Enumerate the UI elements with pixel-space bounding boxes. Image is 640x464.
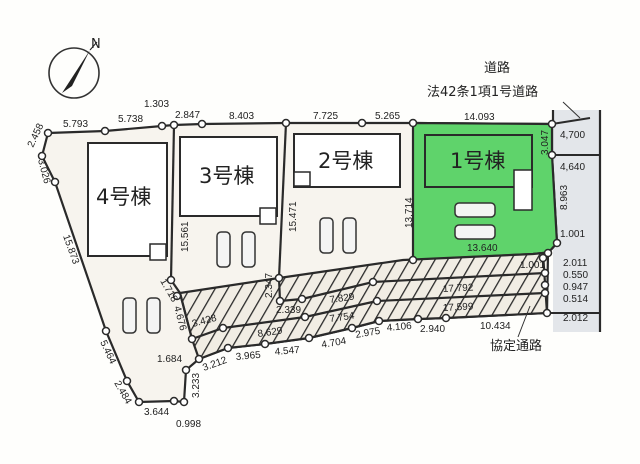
dimension-label: 2.347 — [264, 273, 275, 298]
dimension-label: 4,700 — [560, 130, 585, 141]
dimension-label: 3.047 — [540, 130, 551, 155]
dimension-label: 2.975 — [355, 326, 382, 341]
dimension-label: 2.458 — [26, 122, 47, 150]
dimension-label: 17.792 — [443, 282, 475, 295]
lot-3-label: 3号棟 — [199, 164, 254, 188]
dimension-label: 5.265 — [375, 111, 400, 122]
dimension-label: 15.471 — [288, 201, 299, 232]
dimension-label: 0.550 — [563, 270, 588, 281]
road-subtitle: 法42条1項1号道路 — [427, 84, 538, 100]
lot-2-label: 2号棟 — [318, 149, 373, 173]
road-title: 道路 — [484, 60, 510, 76]
building-4 — [87, 142, 168, 257]
lot-divider — [277, 122, 288, 279]
dimension-label: 1.001 — [560, 229, 585, 240]
dimension-label: 5.793 — [63, 119, 88, 130]
lot-1-label: 1号棟 — [450, 149, 505, 173]
boundary-markers — [37, 118, 562, 407]
dimension-label: 15.561 — [180, 221, 191, 252]
dimension-label: 8.403 — [229, 111, 254, 122]
dimension-label: 1.684 — [157, 354, 182, 365]
building-2 — [293, 133, 401, 188]
dimension-label: 4.704 — [321, 336, 348, 351]
dimension-label: 8.963 — [559, 185, 570, 210]
dimension-label: 3.233 — [191, 373, 202, 398]
agreement-passage — [178, 251, 549, 361]
dimension-label: 0.998 — [176, 419, 201, 430]
dimension-label: 3.965 — [235, 350, 261, 363]
dimension-label: 8.629 — [257, 326, 284, 340]
dimension-label: 0.947 — [563, 282, 588, 293]
dimension-label: 1.303 — [144, 99, 169, 110]
dimension-label: 0.514 — [563, 294, 588, 305]
dimension-label: 2.011 — [563, 258, 588, 269]
building-3 — [179, 136, 278, 217]
lot-divider — [169, 124, 176, 281]
north-compass-icon: N — [48, 37, 101, 99]
dimension-label: 4.547 — [274, 345, 300, 358]
dimension-label: 5.738 — [118, 114, 143, 125]
north-label: N — [91, 37, 101, 52]
dimension-label: 2.339 — [276, 305, 301, 316]
parking-car-icon — [122, 202, 496, 334]
dimension-label: 10.434 — [480, 321, 511, 332]
public-road — [553, 110, 600, 332]
dimension-label: 2.847 — [175, 110, 200, 121]
dimension-label: 2.940 — [420, 324, 445, 335]
dimension-label: 14.093 — [464, 112, 495, 123]
dimension-label: 7.829 — [329, 292, 356, 306]
lot-4-label: 4号棟 — [96, 185, 151, 209]
dimension-label: 1.001 — [520, 260, 545, 271]
building-1 — [424, 134, 533, 188]
dimension-label: 2.012 — [563, 313, 588, 324]
passage-label: 協定通路 — [490, 338, 542, 354]
dimension-label: 3.644 — [144, 407, 169, 418]
dimension-label: 13.714 — [404, 197, 415, 228]
dimension-label: 7.754 — [329, 311, 356, 325]
dimension-label: 4,640 — [560, 162, 585, 173]
entrance-icon — [149, 169, 533, 261]
dimension-label: 17.599 — [443, 301, 475, 314]
dimension-label: 4.106 — [386, 321, 412, 334]
dimension-label: 7.725 — [313, 111, 338, 122]
dimension-label: 13.640 — [467, 243, 498, 254]
